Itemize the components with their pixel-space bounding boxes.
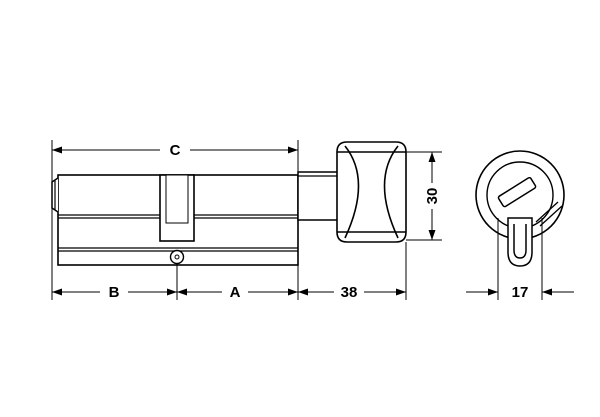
- knob-handle-end: [507, 217, 533, 267]
- cam-indicator: [497, 176, 563, 227]
- back-end-cap: [51, 177, 59, 213]
- label-c: C: [170, 142, 181, 159]
- label-b: B: [109, 284, 120, 301]
- fixing-screw-hole: [169, 249, 185, 265]
- thumb-turn-knob: [336, 141, 407, 243]
- side-view: [51, 141, 407, 266]
- end-view: [475, 150, 565, 267]
- label-17: 17: [512, 284, 529, 301]
- label-38: 38: [341, 284, 358, 301]
- label-a: A: [230, 284, 241, 301]
- label-30: 30: [424, 188, 441, 205]
- cam-slot: [159, 174, 195, 242]
- dimensions: [51, 140, 574, 300]
- turn-spindle: [297, 171, 339, 221]
